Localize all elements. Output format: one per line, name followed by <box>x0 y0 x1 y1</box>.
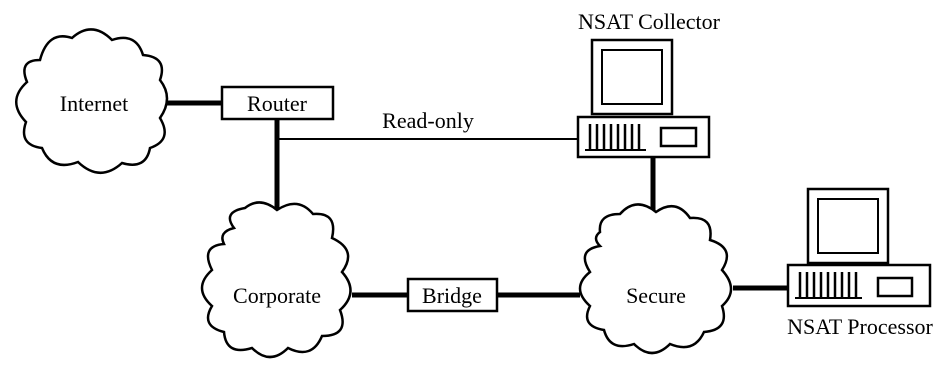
router-box: Router <box>220 85 335 121</box>
internet-cloud: Internet <box>15 28 169 174</box>
processor-monitor-icon <box>806 187 890 265</box>
secure-cloud: Secure <box>578 203 733 355</box>
corporate-label: Corporate <box>233 283 321 308</box>
bridge-box: Bridge <box>406 277 499 313</box>
bridge-label: Bridge <box>422 283 482 308</box>
internet-label: Internet <box>60 91 128 116</box>
nsat-collector-computer: NSAT Collector <box>576 9 721 159</box>
nsat-processor-label: NSAT Processor <box>787 314 933 339</box>
corporate-cloud: Corporate <box>200 201 352 359</box>
nsat-processor-computer: NSAT Processor <box>786 187 933 339</box>
processor-system-unit-icon <box>786 263 932 308</box>
nsat-collector-label: NSAT Collector <box>578 9 721 34</box>
router-label: Router <box>247 91 308 116</box>
read-only-label: Read-only <box>382 108 474 133</box>
collector-monitor-icon <box>590 38 674 116</box>
collector-system-unit-icon <box>576 115 711 159</box>
secure-label: Secure <box>626 283 686 308</box>
